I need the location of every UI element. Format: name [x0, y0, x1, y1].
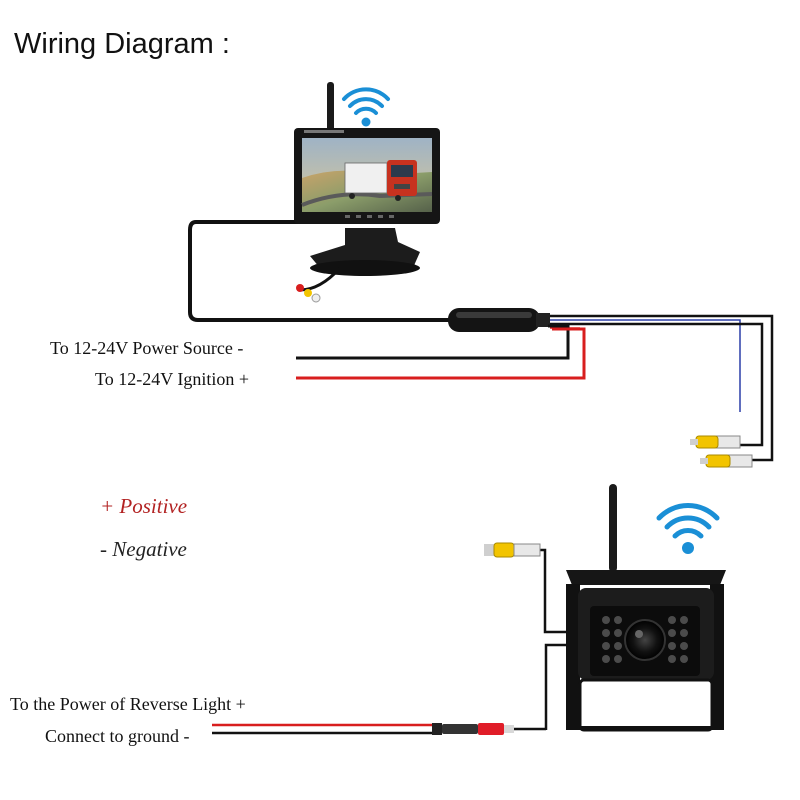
splitter-output-wires — [550, 314, 774, 462]
camera-wifi-icon — [656, 503, 720, 554]
label-power-source: To 12-24V Power Source - — [50, 338, 244, 358]
monitor-power-cable — [188, 220, 452, 322]
label-ignition: To 12-24V Ignition + — [95, 369, 250, 389]
reverse-ground-wires — [212, 723, 432, 735]
monitor-rca-connector-top — [690, 435, 741, 449]
label-ground: Connect to ground - — [45, 726, 190, 746]
label-reverse-light: To the Power of Reverse Light + — [10, 694, 246, 714]
legend-negative: - Negative — [100, 537, 187, 561]
backup-camera — [566, 484, 726, 732]
diagram-title: Wiring Diagram : — [14, 28, 230, 60]
camera-power-cable — [432, 643, 588, 735]
monitor — [294, 82, 440, 303]
cable-splitter — [448, 308, 550, 332]
monitor-wifi-icon — [342, 87, 390, 127]
power-wires — [296, 324, 586, 380]
legend-positive: + Positive — [100, 494, 188, 518]
monitor-rca-connector-bottom — [700, 454, 753, 468]
camera-rca-connector — [484, 542, 541, 558]
